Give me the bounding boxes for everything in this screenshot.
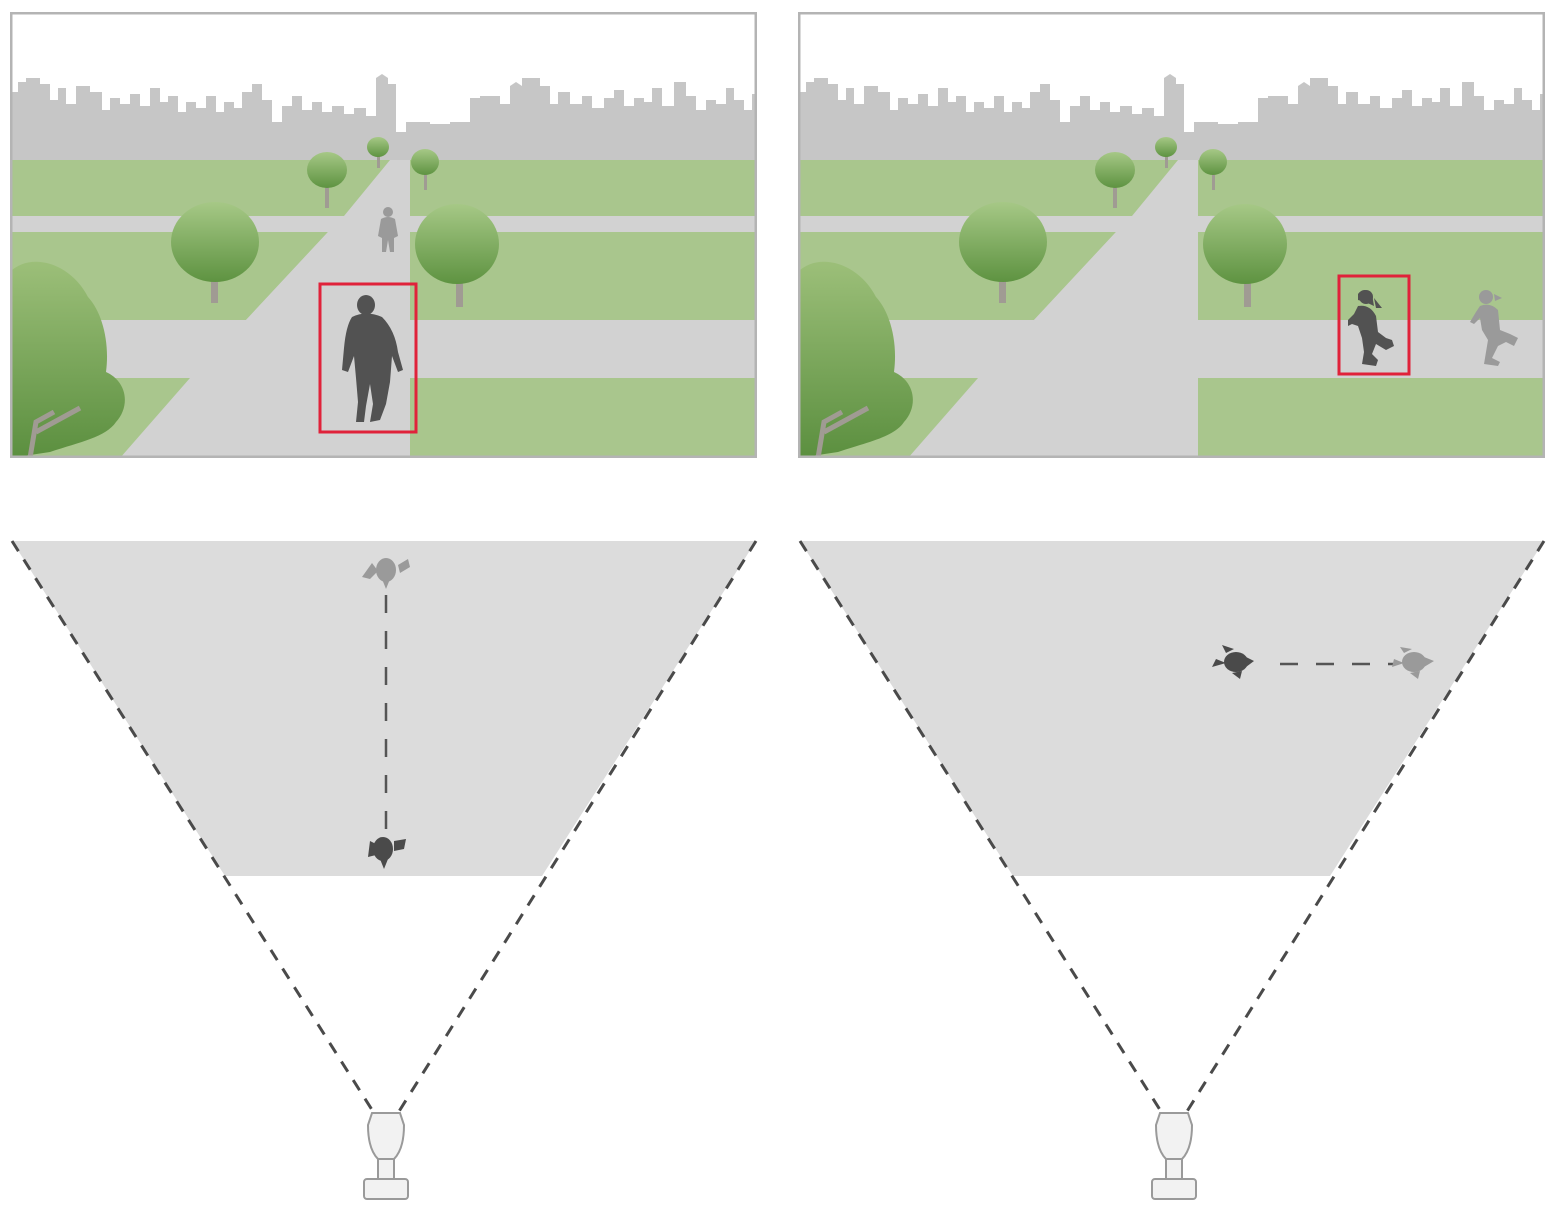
field-of-view-area — [12, 541, 756, 876]
running-person-icon — [1348, 290, 1394, 366]
camera-icon — [1151, 1112, 1197, 1200]
detection-box — [1337, 274, 1411, 376]
tree-icon — [798, 261, 913, 458]
detection-box — [318, 282, 418, 434]
tree-icon — [10, 261, 125, 458]
tree-icon — [367, 137, 389, 168]
path-diagonal-branch — [1034, 232, 1198, 320]
fov-boundary-left — [798, 540, 1164, 1114]
fov-boundary-left — [10, 540, 376, 1114]
top-view-right — [794, 535, 1554, 1205]
person-topview-icon — [368, 837, 406, 869]
tree-icon — [1203, 204, 1287, 307]
scene-view-left — [10, 12, 757, 458]
person-topview-icon — [1212, 645, 1254, 679]
tree-icon — [411, 149, 439, 190]
tree-icon — [1155, 137, 1177, 168]
tree-icon — [959, 202, 1047, 303]
city-skyline-icon — [10, 74, 757, 162]
camera-icon — [363, 1112, 409, 1200]
scene-view-right — [798, 12, 1545, 458]
tree-icon — [1199, 149, 1227, 190]
tree-icon — [171, 202, 259, 303]
fov-boundary-right — [1184, 540, 1546, 1114]
tree-icon — [415, 204, 499, 307]
person-topview-icon — [362, 558, 410, 589]
person-topview-icon — [1392, 647, 1434, 679]
fov-boundary-right — [396, 540, 758, 1114]
walking-person-icon — [342, 295, 403, 422]
tree-icon — [1095, 152, 1135, 208]
scene-frame — [798, 12, 1545, 458]
walking-person-icon — [378, 207, 398, 252]
field-of-view-area — [800, 541, 1544, 876]
tree-icon — [307, 152, 347, 208]
city-skyline-icon — [798, 74, 1545, 162]
scene-frame — [10, 12, 757, 458]
top-view-left — [6, 535, 766, 1205]
running-person-icon — [1470, 290, 1518, 366]
